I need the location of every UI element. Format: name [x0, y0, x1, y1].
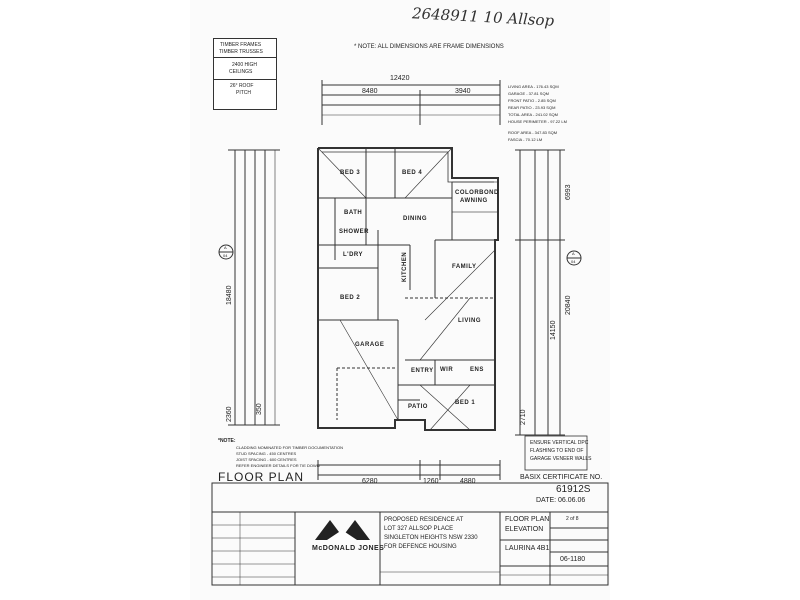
area-rear-patio: REAR PATIO - 23.93 SQM	[508, 105, 556, 110]
room-ens: ENS	[470, 367, 484, 373]
mcdonald-jones-logo	[315, 520, 370, 540]
company-name: McDONALD JONES	[312, 545, 385, 552]
area-fascia: FASCIA - 70.12 LM	[508, 137, 543, 142]
dim-right-small: 2710	[520, 409, 527, 425]
dim-left-width: 8480	[362, 88, 378, 95]
sheet-title-line-2: ELEVATION	[505, 526, 544, 533]
dim-left-small1: 2360	[226, 406, 233, 422]
project-line-4: FOR DEFENCE HOUSING	[384, 544, 457, 550]
veneer-note-line-1: ENSURE VERTICAL DPC	[530, 440, 589, 446]
dim-left-overall: 18480	[226, 285, 233, 305]
dim-bottom-right: 4880	[460, 478, 476, 485]
job-number: 06-1180	[560, 556, 586, 563]
spec-pitch: PITCH	[236, 90, 251, 96]
sheet-title-line-1: FLOOR PLAN	[505, 516, 550, 523]
room-laundry: L'DRY	[343, 252, 364, 258]
spec-roof-pitch: 26° ROOF	[230, 83, 254, 89]
dim-right-top: 6993	[565, 184, 572, 200]
area-living: LIVING AREA - 176.43 SQM	[508, 84, 559, 89]
room-entry: ENTRY	[411, 368, 434, 374]
basix-date: DATE: 06.06.06	[536, 497, 586, 504]
area-roof: ROOF AREA - 347.83 SQM	[508, 130, 558, 135]
section-marker-right-letter: A	[572, 251, 575, 256]
spec-timber-trusses: TIMBER TRUSSES	[219, 49, 263, 55]
room-patio: PATIO	[408, 404, 428, 410]
floor-plan-label: FLOOR PLAN	[218, 470, 305, 484]
spec-ceilings: CEILINGS	[229, 69, 253, 75]
room-bed-1: BED 1	[455, 400, 476, 406]
section-marker-right-sheet: 04	[571, 259, 576, 264]
room-dining: DINING	[403, 216, 427, 222]
spec-box-group: TIMBER FRAMES TIMBER TRUSSES 2400 HIGH C…	[213, 38, 277, 110]
project-line-3: SINGLETON HEIGHTS NSW 2330	[384, 535, 478, 541]
dim-bottom-mid: 1260	[423, 478, 439, 485]
construction-note-line-4: REFER ENGINEER DETAILS FOR TIE DOWN	[236, 463, 320, 468]
room-bed-4: BED 4	[402, 170, 423, 176]
room-bed-2: BED 2	[340, 295, 361, 301]
section-marker-left-sheet: 04	[223, 253, 228, 258]
room-shower: SHOWER	[339, 229, 369, 235]
room-awning: AWNING	[460, 198, 488, 204]
dim-bottom-left: 6280	[362, 478, 378, 485]
area-front-patio: FRONT PATIO - 2.85 SQM	[508, 98, 556, 103]
project-line-2: LOT 327 ALLSOP PLACE	[384, 526, 454, 532]
spec-2400-high: 2400 HIGH	[232, 62, 258, 68]
dim-overall-width: 12420	[390, 75, 410, 82]
dim-left-small2: 350	[256, 403, 263, 415]
basix-number: 61912S	[556, 484, 591, 495]
room-bed-3: BED 3	[340, 170, 361, 176]
design-name: LAURINA 4B1	[505, 545, 550, 552]
area-garage: GARAGE - 37.81 SQM	[508, 91, 549, 96]
basix-label: BASIX CERTIFICATE NO.	[520, 474, 603, 481]
construction-note-line-2: STUD SPACING - 450 CENTRES	[236, 451, 297, 456]
dim-right-overall: 20840	[565, 295, 572, 315]
project-line-1: PROPOSED RESIDENCE AT	[384, 517, 464, 523]
sheet-number: 2 of 8	[566, 516, 579, 522]
room-colorbond: COLORBOND	[455, 190, 499, 196]
spec-timber-frames: TIMBER FRAMES	[220, 42, 262, 48]
veneer-note-line-3: GARAGE VENEER WALLS	[530, 456, 592, 462]
room-bath: BATH	[344, 210, 363, 216]
dim-right-width: 3940	[455, 88, 471, 95]
construction-note-line-3: JOIST SPACING - 600 CENTRES	[236, 457, 297, 462]
room-living: LIVING	[458, 318, 482, 324]
room-garage: GARAGE	[355, 342, 385, 348]
veneer-note-line-2: FLASHING TO END OF	[530, 448, 584, 454]
area-perimeter: HOUSE PERIMETER - 97.22 LM	[508, 119, 567, 124]
frame-dimensions-note: * NOTE: ALL DIMENSIONS ARE FRAME DIMENSI…	[354, 44, 504, 50]
room-kitchen: KITCHEN	[402, 251, 408, 282]
section-marker-left-letter: A	[224, 245, 227, 250]
construction-note-line-1: CLADDING NOMINATED FOR TIMBER DOCUMENTAT…	[236, 445, 344, 450]
dim-right-mid: 14150	[550, 320, 557, 340]
area-total: TOTAL AREA - 241.02 SQM	[508, 112, 558, 117]
room-wir: WIR	[440, 367, 454, 373]
room-family: FAMILY	[452, 264, 477, 270]
construction-note-heading: *NOTE:	[218, 438, 236, 444]
